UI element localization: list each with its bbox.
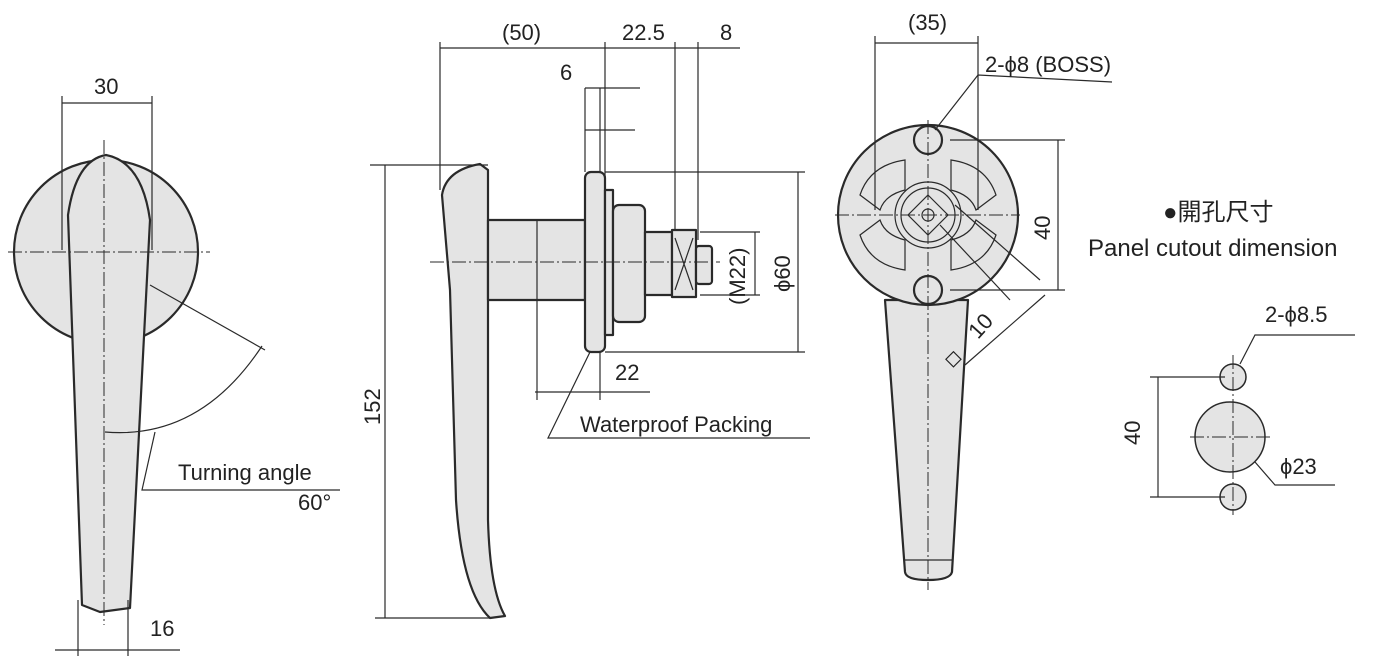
- dim-10: 10: [963, 308, 998, 343]
- dim-22-5: 22.5: [622, 20, 665, 45]
- left-view: 30 16 Turning angle 60°: [8, 74, 340, 656]
- hole-label: 2-ϕ8.5: [1265, 302, 1327, 327]
- front-view: (35) 2-ϕ8 (BOSS) 40 10 ◇: [835, 10, 1113, 590]
- boss-label: 2-ϕ8 (BOSS): [985, 52, 1111, 77]
- cutout-subtitle: Panel cutout dimension: [1088, 235, 1338, 262]
- cutout-title: ●開孔尺寸: [1163, 199, 1274, 226]
- lever-handle: [66, 153, 152, 614]
- center-label: ϕ23: [1280, 454, 1317, 479]
- screw: [694, 244, 714, 286]
- dim-8: 8: [720, 20, 732, 45]
- handle-front: [883, 298, 970, 582]
- waterproof-packing-label: Waterproof Packing: [580, 412, 772, 437]
- dim-6: 6: [560, 60, 572, 85]
- turning-angle-label: Turning angle: [178, 460, 312, 485]
- nut: [611, 203, 647, 324]
- dim-16: 16: [150, 616, 174, 641]
- dim-22: 22: [615, 360, 639, 385]
- panel-cutout: ●開孔尺寸 Panel cutout dimension 2-ϕ8.5 40 ϕ…: [1088, 199, 1355, 515]
- dim-40-front: 40: [1030, 216, 1055, 240]
- handle-side: [440, 162, 507, 620]
- shaft: [643, 230, 674, 297]
- square-symbol: ◇: [945, 345, 962, 370]
- side-view: (50) 22.5 8 6 152 ϕ60 (M22) 22 Waterproo…: [360, 20, 810, 620]
- turning-arc: [104, 345, 263, 434]
- turning-angle-value: 60°: [298, 490, 331, 515]
- dim-152: 152: [360, 388, 385, 425]
- dim-35: (35): [908, 10, 947, 35]
- dim-phi60: ϕ60: [770, 255, 795, 292]
- dim-40-cutout: 40: [1120, 421, 1145, 445]
- dim-30: 30: [94, 74, 118, 99]
- dim-m22: (M22): [725, 248, 750, 305]
- dim-50: (50): [502, 20, 541, 45]
